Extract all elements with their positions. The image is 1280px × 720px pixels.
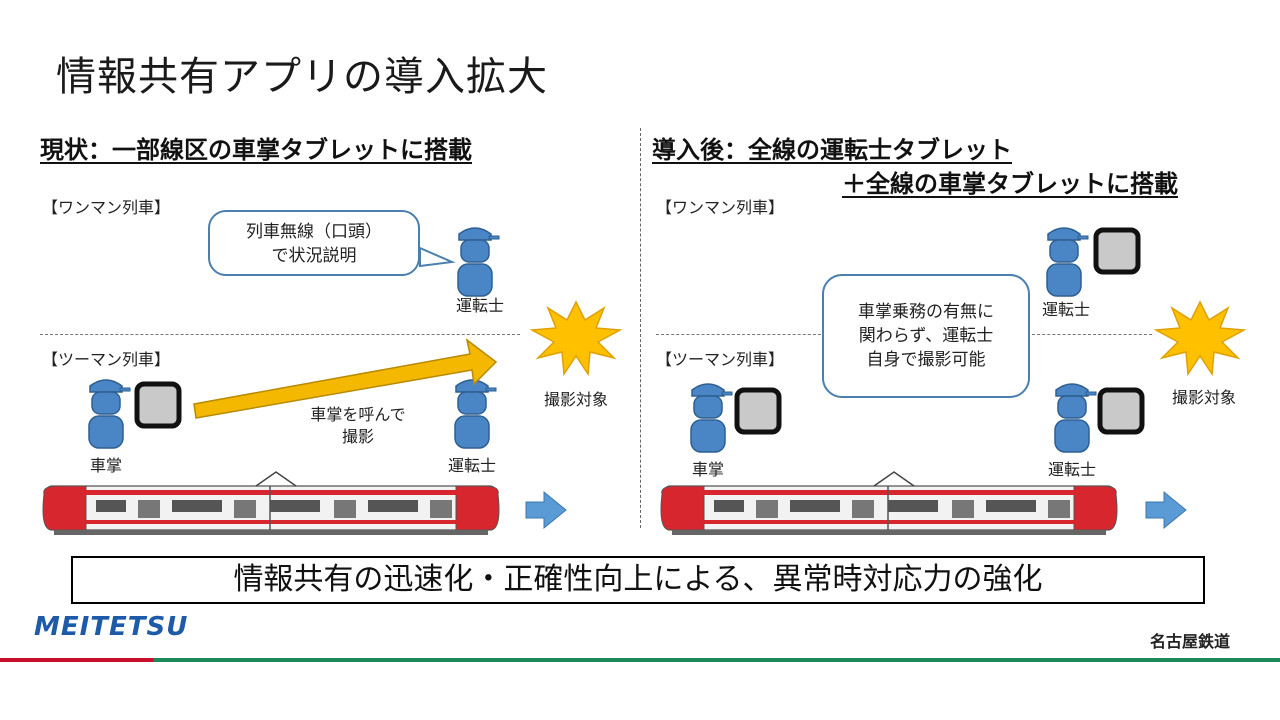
left-arrow-caption-line1: 車掌を呼んで	[310, 405, 406, 424]
left-row-divider	[40, 334, 520, 335]
left-driver-top-label: 運転士	[455, 296, 504, 315]
right-bubble-line3: 自身で撮影可能	[866, 350, 986, 370]
right-speech-bubble: 車掌乗務の有無に 関わらず、運転士 自身で撮影可能	[822, 274, 1030, 398]
left-bubble-line2: で状況説明	[271, 246, 357, 266]
right-conductor-label: 車掌	[691, 460, 724, 479]
right-target-label: 撮影対象	[1171, 388, 1236, 407]
right-heading-line1: 導入後：全線の運転士タブレット	[652, 136, 1012, 164]
right-direction-arrow-icon	[1145, 491, 1187, 529]
left-oneman-label: 【ワンマン列車】	[42, 198, 171, 217]
meitetsu-logo: MEITETSU	[34, 612, 189, 642]
right-driver-top-icon	[1046, 227, 1089, 297]
left-conductor-icon	[88, 379, 131, 449]
company-name: 名古屋鉄道	[1150, 632, 1231, 651]
right-train-icon	[660, 471, 1118, 536]
left-driver-bottom-label: 運転士	[447, 456, 496, 475]
left-direction-arrow-icon	[525, 491, 567, 529]
right-driver-top-tablet-icon	[1096, 230, 1138, 272]
left-train-icon	[42, 471, 500, 536]
right-conductor-tablet-icon	[737, 390, 779, 432]
left-arrow-caption-line2: 撮影	[341, 427, 374, 446]
right-twoman-label: 【ツーマン列車】	[656, 350, 785, 369]
right-oneman-label: 【ワンマン列車】	[656, 198, 785, 217]
left-arrow-caption: 車掌を呼んで 撮影	[290, 404, 426, 448]
right-conductor-icon	[690, 383, 733, 453]
left-speech-bubble: 列車無線（口頭） で状況説明	[208, 210, 420, 276]
left-heading: 現状：一部線区の車掌タブレットに搭載	[40, 136, 472, 164]
right-bubble-line2: 関わらず、運転士	[858, 326, 994, 346]
summary-box: 情報共有の迅速化・正確性向上による、異常時対応力の強化	[71, 556, 1205, 604]
section-divider	[640, 128, 641, 528]
right-driver-bottom-tablet-icon	[1100, 390, 1142, 432]
right-heading-line2: ＋全線の車掌タブレットに搭載	[842, 170, 1178, 198]
left-driver-bottom-icon	[454, 379, 497, 449]
right-row-divider-a	[656, 334, 826, 335]
left-bubble-line1: 列車無線（口頭）	[246, 222, 382, 242]
right-driver-bottom-icon	[1054, 383, 1097, 453]
left-conductor-tablet-icon	[137, 384, 179, 426]
left-call-arrow	[193, 338, 498, 419]
left-driver-top-icon	[457, 227, 500, 297]
right-driver-bottom-label: 運転士	[1047, 460, 1096, 479]
footer-stripe	[0, 658, 1280, 662]
right-driver-top-label: 運転士	[1041, 300, 1090, 319]
left-conductor-label: 車掌	[89, 456, 122, 475]
right-target-burst-icon	[1155, 301, 1245, 375]
right-bubble-line1: 車掌乗務の有無に	[858, 302, 994, 322]
page-title: 情報共有アプリの導入拡大	[56, 54, 548, 100]
left-twoman-label: 【ツーマン列車】	[42, 350, 171, 369]
left-target-label: 撮影対象	[543, 390, 608, 409]
left-target-burst-icon	[531, 301, 621, 375]
right-row-divider-b	[1032, 334, 1152, 335]
